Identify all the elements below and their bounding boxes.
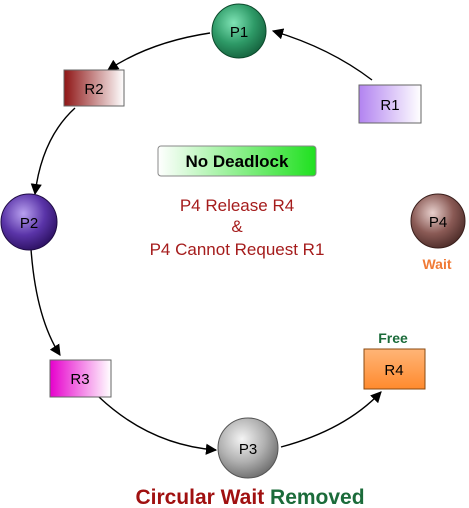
message-line-1: P4 Release R4 — [180, 196, 294, 215]
edge-r1-to-p1 — [271, 28, 373, 81]
process-p4-label: P4 — [429, 214, 447, 231]
resource-r2-label: R2 — [84, 81, 103, 98]
process-p3-label: P3 — [239, 441, 257, 458]
process-p3[interactable]: P3 — [217, 417, 279, 479]
p4-wait-label: Wait — [422, 256, 451, 272]
resource-r1-label: R1 — [380, 97, 399, 114]
edge-r3-to-p3 — [98, 396, 218, 455]
process-p2[interactable]: P2 — [0, 193, 58, 251]
no-deadlock-badge: No Deadlock — [157, 145, 317, 177]
resource-r4-label: R4 — [384, 362, 403, 379]
resource-r4[interactable]: R4 — [363, 348, 426, 390]
footer-circular-wait: Circular Wait — [135, 486, 264, 508]
footer-caption: Circular Wait Removed — [135, 486, 364, 508]
process-p1-label: P1 — [230, 24, 248, 41]
message-line-2: & — [231, 217, 243, 236]
message-line-3: P4 Cannot Request R1 — [150, 240, 325, 259]
process-p1[interactable]: P1 — [211, 3, 267, 59]
footer-removed: Removed — [270, 486, 365, 508]
edge-p3-to-r4 — [280, 391, 382, 448]
process-p4[interactable]: P4 — [410, 193, 466, 249]
no-deadlock-text: No Deadlock — [186, 152, 290, 171]
resource-r2[interactable]: R2 — [63, 69, 125, 107]
resource-r1[interactable]: R1 — [358, 84, 422, 124]
edge-p2-to-r3 — [30, 248, 61, 356]
edge-p1-to-r2 — [107, 32, 211, 71]
process-p2-label: P2 — [20, 215, 38, 232]
resource-r3[interactable]: R3 — [49, 359, 112, 398]
resource-r3-label: R3 — [70, 371, 89, 388]
r4-free-label: Free — [378, 330, 408, 346]
edge-r2-to-p2 — [30, 107, 76, 196]
